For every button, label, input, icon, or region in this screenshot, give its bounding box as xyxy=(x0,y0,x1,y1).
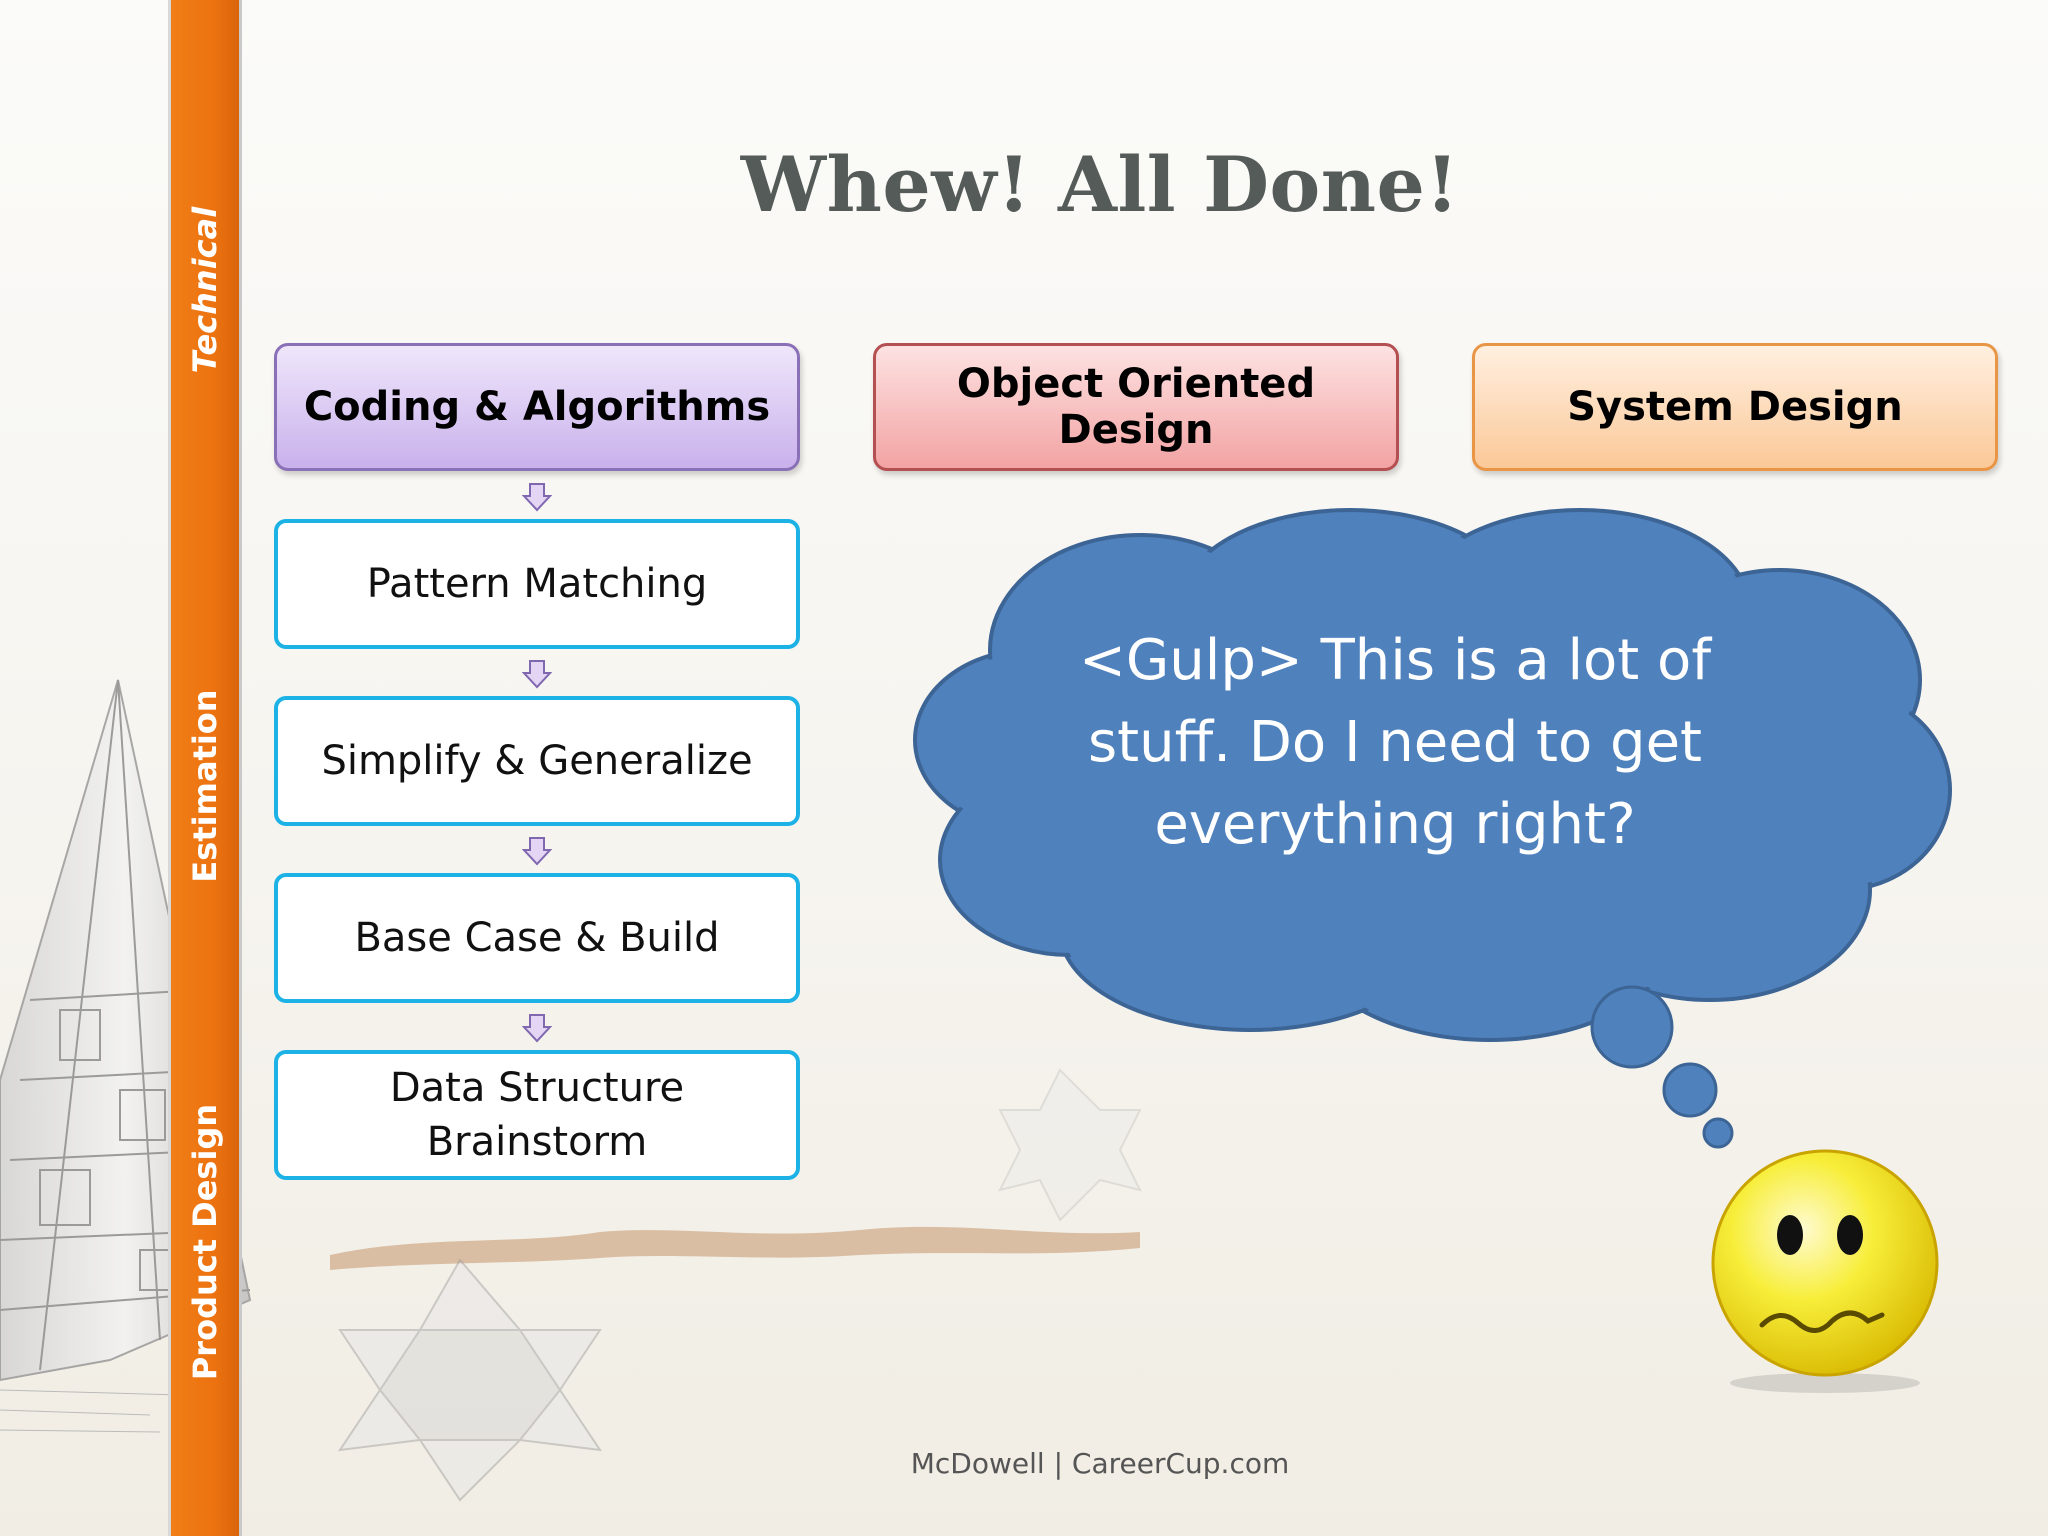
down-arrow-icon xyxy=(522,1014,552,1043)
step-label: Data Structure Brainstorm xyxy=(389,1065,685,1165)
polyhedron-sketch xyxy=(337,1258,603,1502)
category-label: System Design xyxy=(1567,384,1903,430)
sidebar-label-estimation: Estimation xyxy=(186,689,224,883)
step-label: Simplify & Generalize xyxy=(321,738,753,784)
sidebar-label-product-design: Product Design xyxy=(186,1103,224,1381)
step-data-structure-brainstorm: Data Structure Brainstorm xyxy=(274,1050,800,1180)
step-simplify-generalize: Simplify & Generalize xyxy=(274,696,800,826)
footer-credit: McDowell | CareerCup.com xyxy=(910,1447,1290,1480)
thought-bubbles xyxy=(1590,985,1734,1149)
down-arrow-icon xyxy=(522,837,552,866)
worried-smiley-icon xyxy=(1711,1149,1939,1393)
category-label: Coding & Algorithms xyxy=(303,384,771,430)
category-coding-algorithms: Coding & Algorithms xyxy=(274,343,800,471)
landscape-strip xyxy=(330,1226,1140,1270)
category-label: Object Oriented Design xyxy=(956,361,1316,453)
step-label: Pattern Matching xyxy=(366,561,708,607)
down-arrow-icon xyxy=(522,660,552,689)
sidebar-label-technical: Technical xyxy=(186,206,224,374)
category-system-design: System Design xyxy=(1472,343,1998,471)
sidebar-bar xyxy=(168,0,242,1536)
step-pattern-matching: Pattern Matching xyxy=(274,519,800,649)
thought-cloud-icon xyxy=(913,508,1952,1042)
category-object-oriented-design: Object Oriented Design xyxy=(873,343,1399,471)
down-arrow-icon xyxy=(522,483,552,512)
thought-bubble-text: <Gulp> This is a lot of stuff. Do I need… xyxy=(1078,628,1712,857)
step-label: Base Case & Build xyxy=(354,915,720,961)
slide-title: Whew! All Done! xyxy=(740,140,1460,229)
step-base-case-build: Base Case & Build xyxy=(274,873,800,1003)
